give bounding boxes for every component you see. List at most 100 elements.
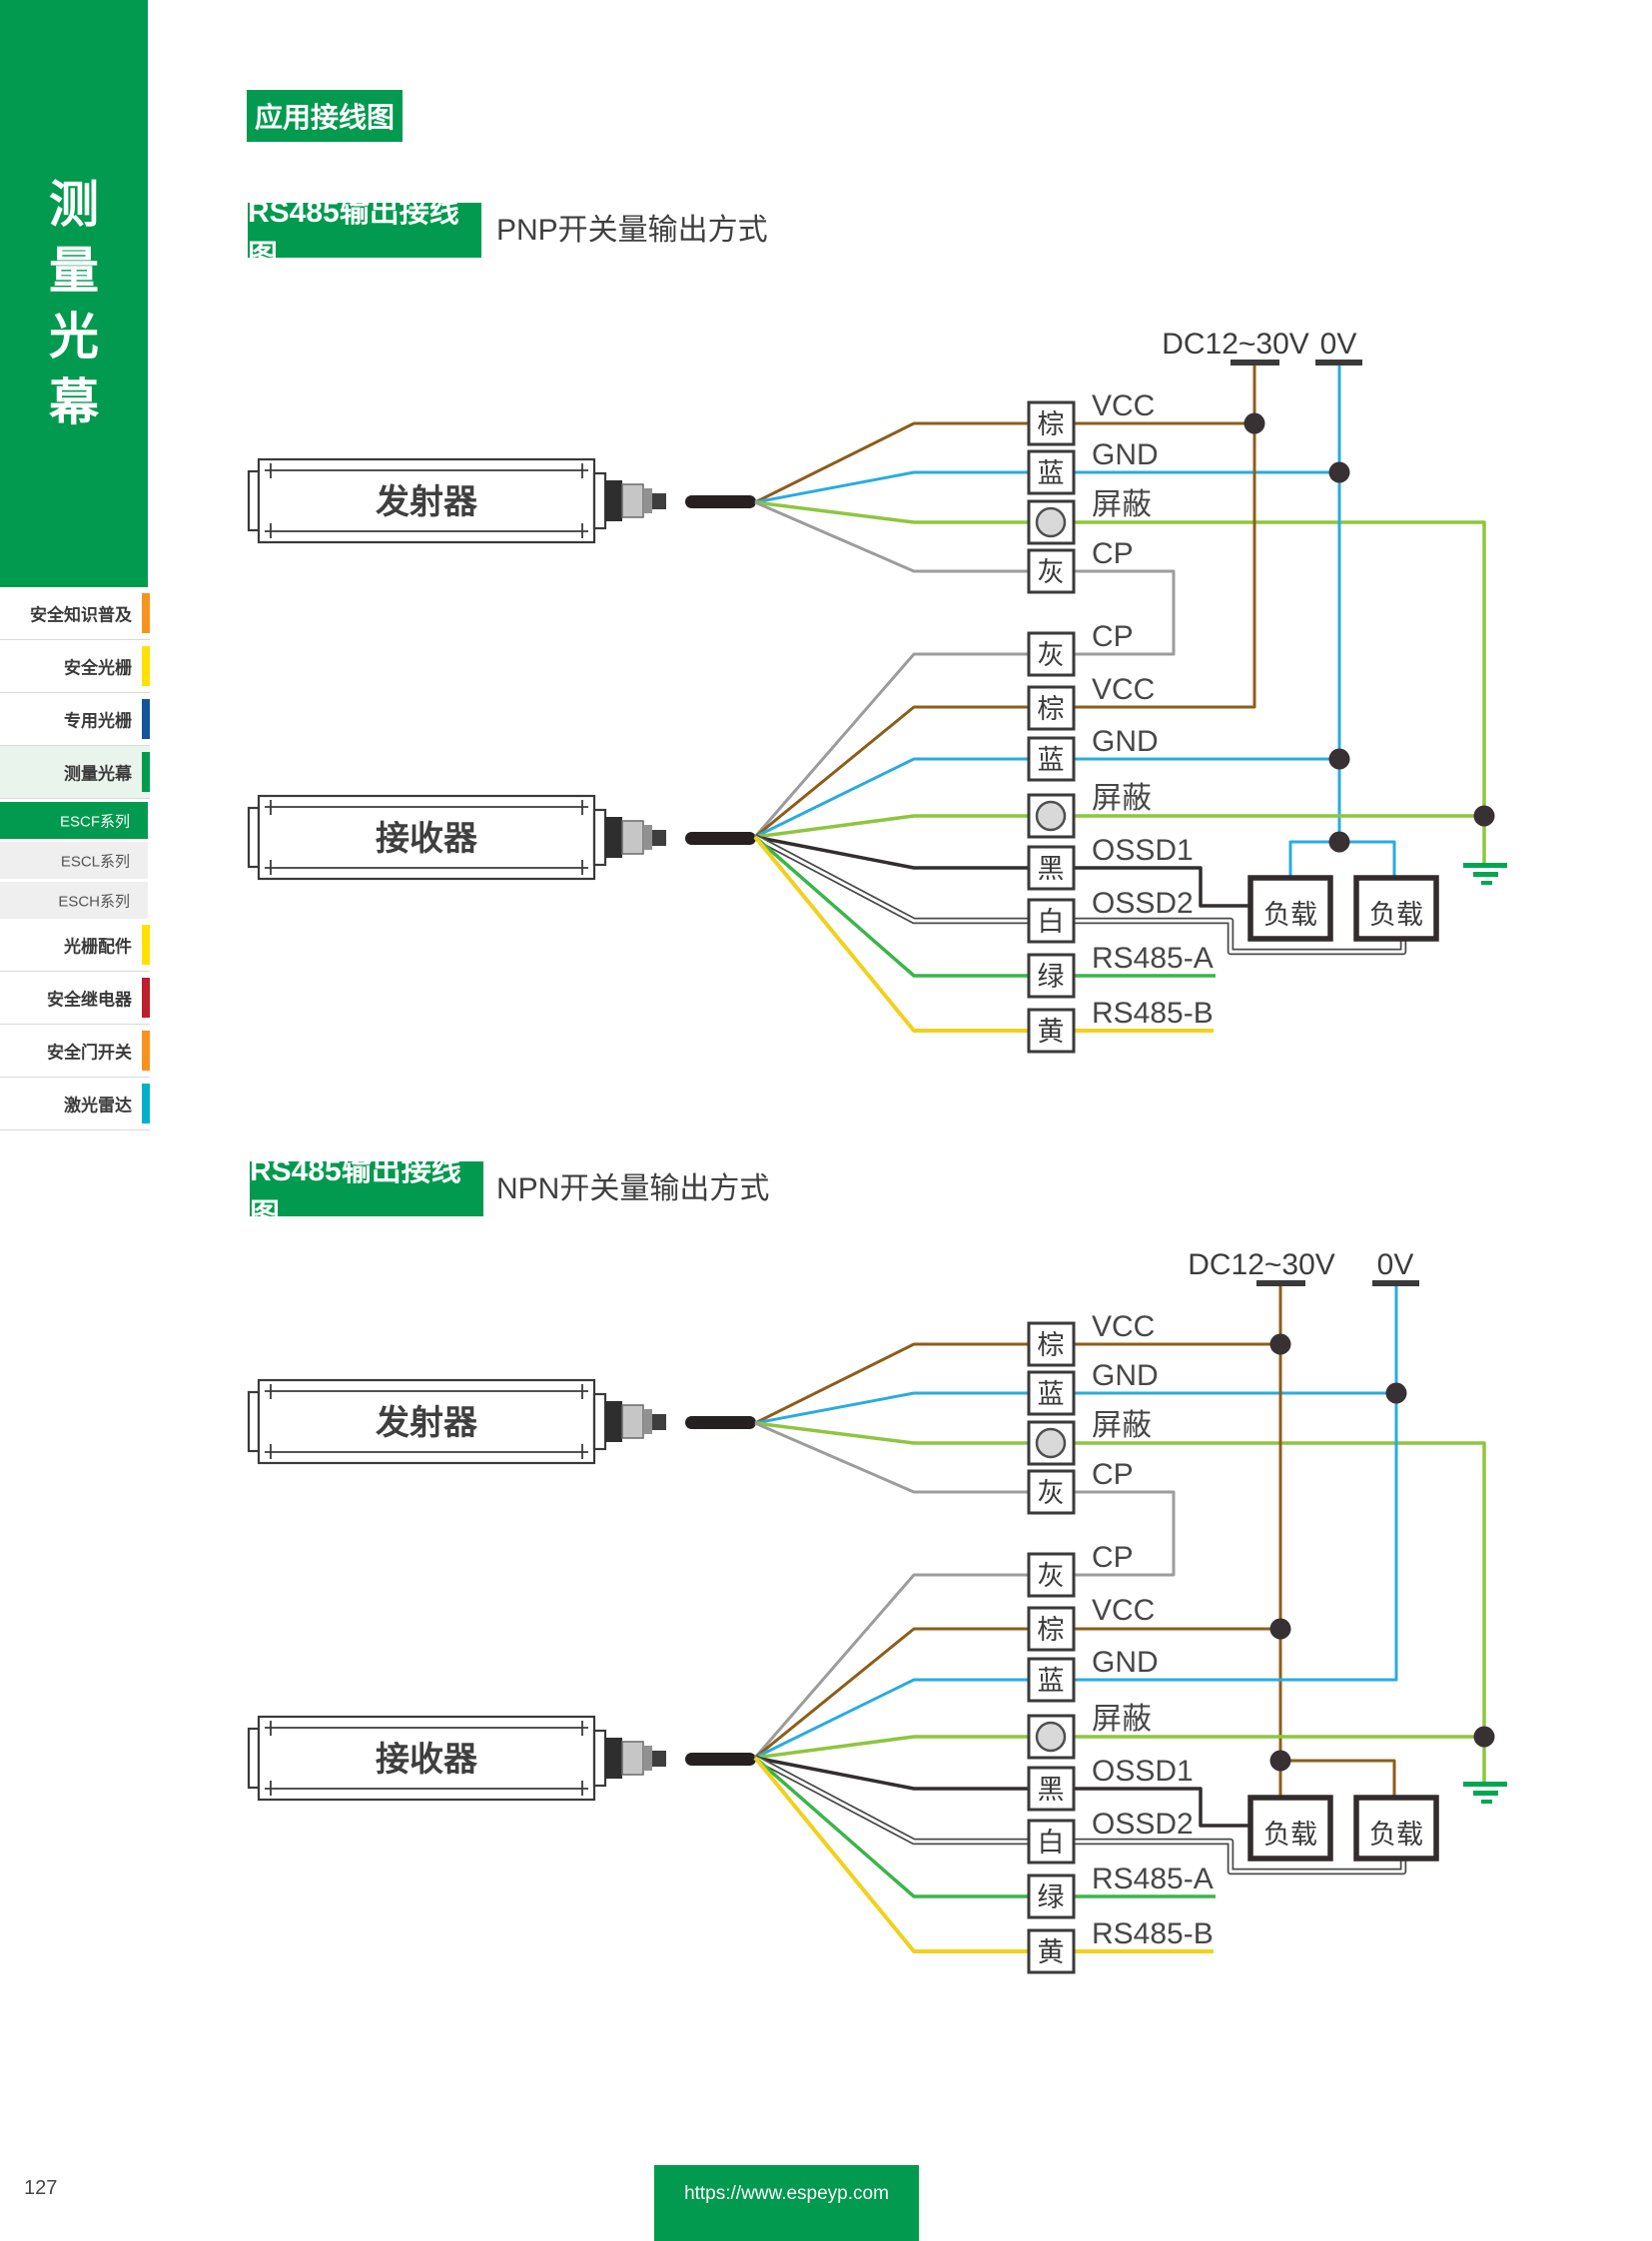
terminal-yellow: 黄 — [1038, 1937, 1065, 1967]
receiver-device: 接收器 — [247, 794, 758, 881]
wire-vcc-brown — [754, 705, 1029, 839]
power-rails: DC12~30V 0V — [1162, 328, 1362, 366]
wire-shield-to-ground — [1074, 1441, 1486, 1784]
signal-shield: 屏蔽 — [1092, 1703, 1152, 1736]
junction-dots — [1269, 1333, 1495, 1772]
wiring-diagram-pnp: 发射器 接收器 — [247, 328, 1507, 1054]
sidebar-item-测量光幕[interactable]: 测量光幕 — [0, 746, 150, 799]
dc-terminal-bar — [1256, 1280, 1305, 1286]
wire-gnd-blue — [754, 1391, 1029, 1425]
terminal-brown: 棕 — [1038, 409, 1065, 439]
sidebar-item-label: 安全光栅 — [64, 658, 132, 678]
sidebar-item-label: 安全门开关 — [47, 1043, 132, 1063]
sidebar-item-label: 光栅配件 — [64, 937, 132, 957]
receiver-device: 接收器 — [247, 1715, 758, 1802]
terminal-brown: 棕 — [1038, 1615, 1065, 1645]
transmitter-label: 发射器 — [376, 1404, 478, 1442]
terminal-white: 白 — [1038, 907, 1065, 937]
load2-label: 负载 — [1369, 1820, 1423, 1850]
transmitter-label: 发射器 — [376, 483, 478, 521]
signal-ossd2: OSSD2 — [1092, 1808, 1194, 1841]
wire-cp-gray — [754, 500, 1029, 573]
diagram1-subtitle: PNP开关量输出方式 — [496, 214, 768, 247]
shield-terminal-icon — [1035, 800, 1067, 832]
0v-terminal-bar — [1372, 1280, 1419, 1286]
wire-ossd2-to-load-core — [1074, 1840, 1405, 1873]
sidebar-item-安全继电器[interactable]: 安全继电器 — [0, 972, 150, 1025]
terminal-gray: 灰 — [1038, 557, 1065, 587]
signal-vcc: VCC — [1092, 1310, 1155, 1343]
wire-shield-green — [754, 814, 1029, 839]
sidebar-item-专用光栅[interactable]: 专用光栅 — [0, 693, 150, 746]
wire-cp-link — [1074, 1490, 1176, 1577]
sidebar-item-光栅配件[interactable]: 光栅配件 — [0, 919, 150, 972]
footer-banner: https://www.espeyp.com — [654, 2165, 919, 2241]
power-rails: DC12~30V 0V — [1188, 1248, 1419, 1286]
sidebar-item-激光雷达[interactable]: 激光雷达 — [0, 1078, 150, 1130]
sidebar-item-ESCH系列[interactable]: ESCH系列 — [0, 882, 148, 919]
terminal-gray: 灰 — [1038, 1478, 1065, 1508]
load1-label: 负载 — [1263, 1820, 1317, 1850]
signal-cp: CP — [1092, 620, 1134, 653]
sidebar-item-安全知识普及[interactable]: 安全知识普及 — [0, 587, 150, 640]
wire-ossd1-to-load — [1074, 1787, 1250, 1828]
ground-symbol — [1463, 863, 1507, 885]
accent-bar — [142, 593, 150, 633]
wire-cp-gray — [754, 1421, 1029, 1494]
sidebar-vertical-title: 测 量 光 幕 — [0, 172, 148, 435]
sidebar-item-ESCL系列[interactable]: ESCL系列 — [0, 842, 148, 879]
wire-gnd-to-rail — [1074, 1285, 1398, 1682]
accent-bar — [142, 752, 150, 792]
signal-shield: 屏蔽 — [1092, 488, 1152, 521]
sidebar-item-安全门开关[interactable]: 安全门开关 — [0, 1025, 150, 1078]
wire-rs485b-yellow — [753, 1756, 1029, 1953]
accent-bar — [142, 646, 150, 686]
wire-ossd1-black — [754, 835, 1029, 870]
ground-symbol — [1463, 1782, 1507, 1804]
signal-cp: CP — [1092, 1541, 1134, 1574]
signal-shield: 屏蔽 — [1092, 782, 1152, 815]
signal-ossd1: OSSD1 — [1092, 1755, 1194, 1788]
wire-vcc-brown — [754, 421, 1029, 504]
page-number: 127 — [24, 2177, 58, 2199]
signal-gnd: GND — [1092, 438, 1159, 471]
receiver-wires — [753, 1285, 1484, 1953]
sidebar-item-label: ESCL系列 — [60, 853, 130, 870]
sidebar-item-安全光栅[interactable]: 安全光栅 — [0, 640, 150, 693]
terminal-blue: 蓝 — [1038, 1379, 1065, 1409]
receiver-wires — [753, 365, 1484, 1033]
terminal-blue: 蓝 — [1038, 1666, 1065, 1696]
sidebar-item-label: 安全继电器 — [47, 990, 132, 1010]
diagram2-subtitle: NPN开关量输出方式 — [496, 1172, 770, 1205]
shield-terminal-icon — [1035, 1721, 1067, 1753]
terminal-brown: 棕 — [1038, 1330, 1065, 1360]
sidebar-item-label: 安全知识普及 — [30, 605, 132, 625]
terminal-green: 绿 — [1038, 962, 1065, 992]
terminal-gray: 灰 — [1038, 640, 1065, 670]
signal-ossd2: OSSD2 — [1092, 887, 1194, 920]
wire-cp-gray — [753, 1573, 1029, 1759]
signal-vcc: VCC — [1092, 389, 1155, 422]
sidebar-title-char: 量 — [49, 243, 99, 299]
signal-gnd: GND — [1092, 725, 1159, 758]
load-boxes: 负载 负载 — [1247, 1795, 1439, 1862]
sidebar-title-char: 测 — [49, 177, 99, 233]
signal-ossd1: OSSD1 — [1092, 834, 1194, 867]
wire-ossd2-white-core — [754, 835, 1029, 923]
transmitter-wires — [754, 421, 1486, 865]
wire-vcc-to-rail — [1074, 365, 1256, 709]
receiver-terminals: 灰 棕 蓝 黑 白 绿 黄 CP VCC GND 屏蔽 OSSD1 OSSD2 … — [1027, 620, 1214, 1054]
wire-ossd1-to-load — [1074, 866, 1250, 908]
footer-url[interactable]: https://www.espeyp.com — [684, 2183, 889, 2204]
diagram2-badge: RS485输出接线图 — [250, 1154, 483, 1231]
transmitter-wires — [754, 1342, 1486, 1784]
sidebar-item-ESCF系列[interactable]: ESCF系列 — [0, 802, 148, 839]
sidebar-item-label: ESCH系列 — [58, 893, 130, 910]
wire-rs485a-green — [753, 835, 1029, 978]
sidebar-item-label: 激光雷达 — [64, 1096, 132, 1116]
wire-rs485b-yellow — [753, 835, 1029, 1033]
sidebar-title-char: 幕 — [49, 374, 99, 430]
accent-bar — [142, 978, 150, 1018]
wire-gnd-blue — [754, 757, 1029, 839]
